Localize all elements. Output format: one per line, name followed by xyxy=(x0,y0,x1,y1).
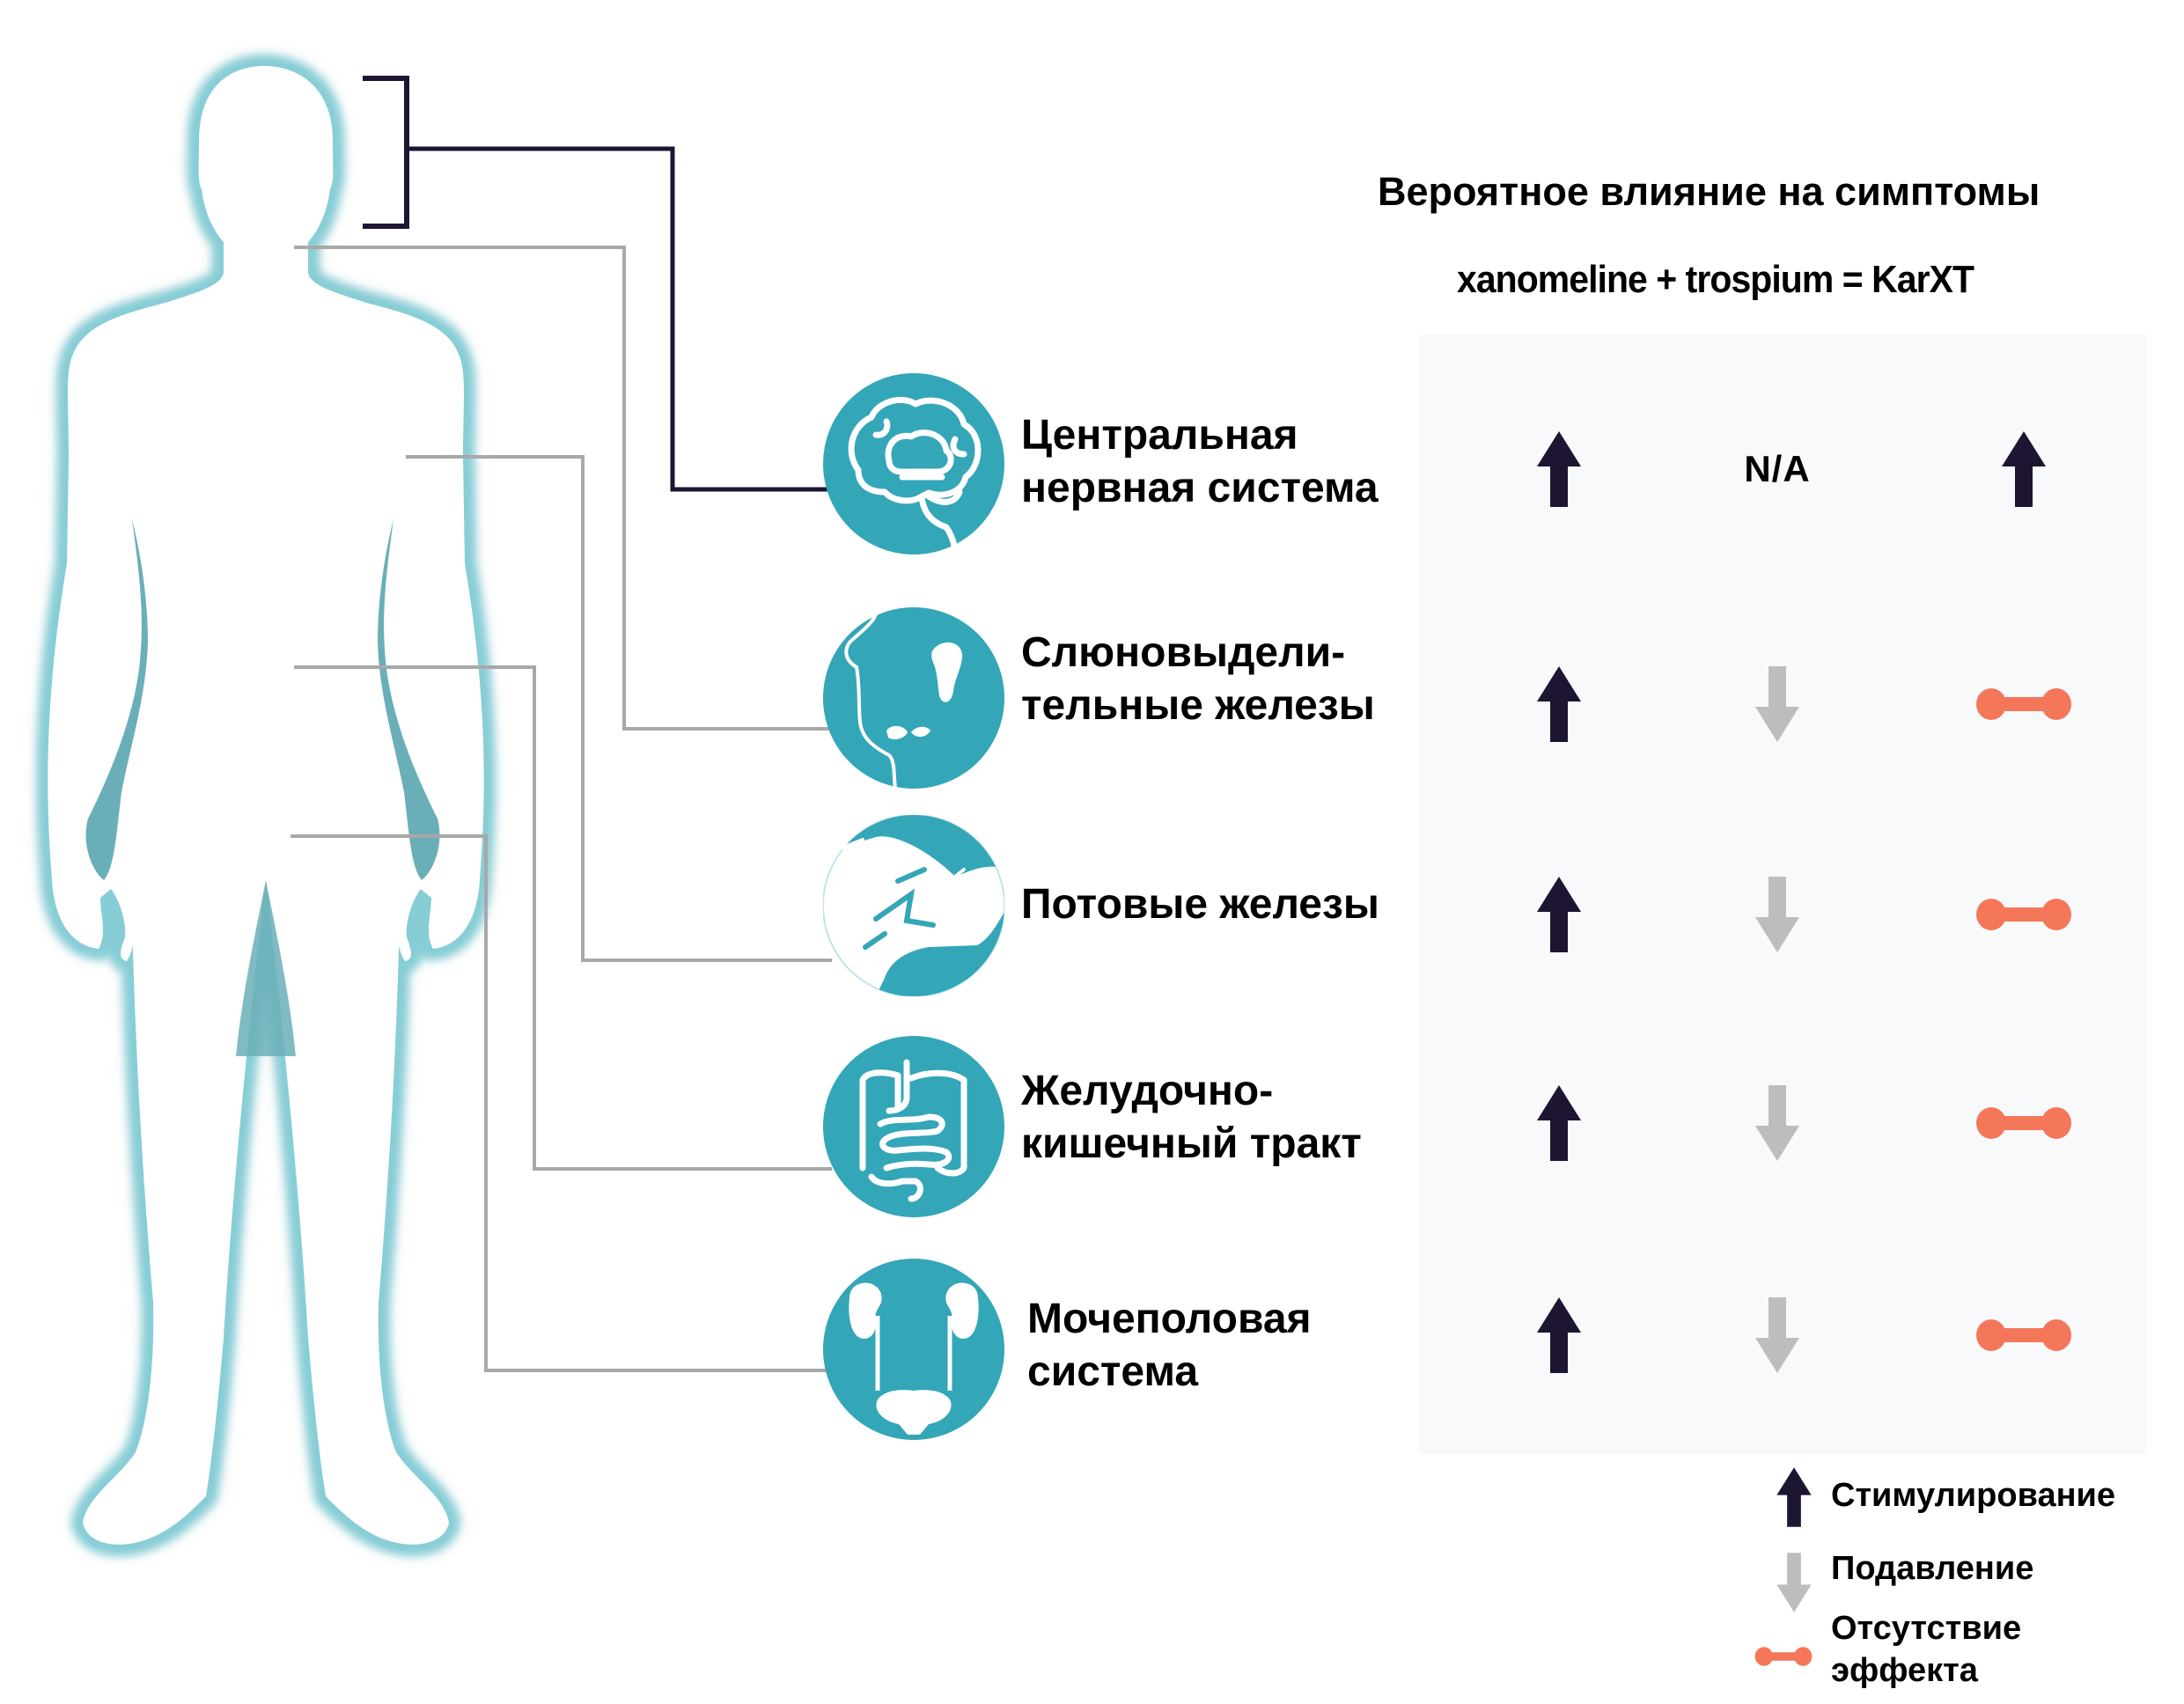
urinary-system-icon xyxy=(823,1259,1004,1440)
human-body-silhouette xyxy=(36,54,496,1556)
arrow-up-icon xyxy=(1537,431,1581,507)
arrow-down-icon xyxy=(1755,1085,1799,1161)
body-inner-shading xyxy=(85,519,440,1056)
dumbbell-icon xyxy=(1976,1319,2071,1351)
intestine-icon xyxy=(823,1036,1004,1217)
leader-sweat xyxy=(406,455,832,962)
diagram-title: Вероятное влияние на симптомы xyxy=(1378,169,2041,214)
legend-dumbbell-icon xyxy=(1754,1647,1813,1666)
organ-label-gi: Желудочно- кишечный тракт xyxy=(1021,1068,1362,1167)
dumbbell-icon xyxy=(1976,1107,2071,1139)
legend-label-stimulation: Стимулирование xyxy=(1831,1477,2116,1514)
salivary-gland-icon xyxy=(823,607,1004,789)
organ-label-gu: Мочеполовая система xyxy=(1027,1296,1312,1395)
legend-label-no-effect: Отсутствие эффекта xyxy=(1831,1610,2022,1689)
arrow-down-icon xyxy=(1755,1297,1799,1373)
leader-cns xyxy=(363,76,409,229)
organ-label-cns: Центральная нервная система xyxy=(1021,412,1379,511)
arrow-up-icon xyxy=(1537,1085,1581,1161)
arrow-up-icon xyxy=(1537,1297,1581,1373)
sweat-gland-icon xyxy=(823,815,1004,996)
legend-arrow-up-icon xyxy=(1776,1467,1812,1527)
arrow-up-icon xyxy=(1537,666,1581,742)
arrow-up-icon xyxy=(1537,877,1581,952)
dumbbell-icon xyxy=(1976,899,2071,930)
organ-label-sweat: Потовые железы xyxy=(1021,881,1379,928)
not-applicable-text: N/A xyxy=(1744,448,1811,489)
brain-icon xyxy=(823,373,1004,555)
organ-label-salivary: Слюновыдели- тельные железы xyxy=(1021,629,1375,729)
legend-arrow-down-icon xyxy=(1776,1553,1812,1612)
leader-gi xyxy=(294,665,832,1171)
arrow-down-icon xyxy=(1755,877,1799,952)
leader-salivary xyxy=(294,246,832,731)
drug-combination-header: xanomeline + trospium = KarXT xyxy=(1457,258,1974,301)
leader-cns-connector xyxy=(407,146,832,492)
arrow-up-icon xyxy=(2002,431,2046,507)
legend-label-suppression: Подавление xyxy=(1831,1550,2034,1587)
dumbbell-icon xyxy=(1976,688,2071,720)
arrow-down-icon xyxy=(1755,666,1799,742)
leader-gu xyxy=(290,834,832,1372)
body-outline xyxy=(48,66,484,1545)
